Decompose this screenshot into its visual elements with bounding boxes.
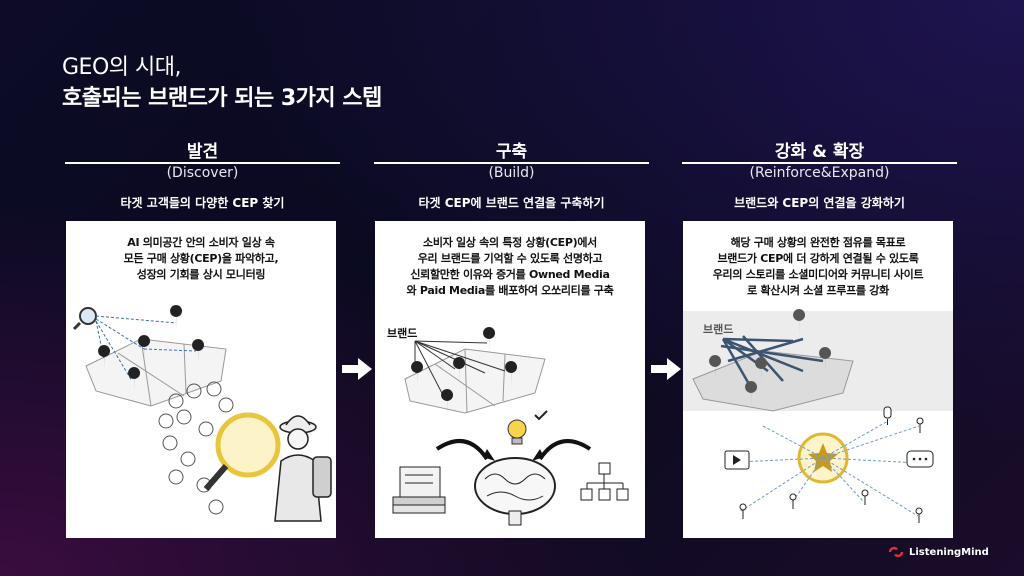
step-header-reinforce: 강화 & 확장 (Reinforce&Expand) 브랜드와 CEP의 연결을…: [682, 142, 957, 211]
description-line: 성장의 기회를 상시 모니터링: [136, 268, 266, 281]
map-pin-icon: [709, 309, 832, 407]
description-line: 와 Paid Media를 배포하여 오쏘리티를 구축: [406, 284, 614, 297]
lightbulb-icon: [507, 410, 548, 445]
chat-icon: [906, 450, 934, 468]
brand-logo: ListeningMind: [888, 546, 989, 558]
build-illustration: [392, 327, 629, 526]
logo-text: ListeningMind: [909, 546, 989, 558]
reinforce-illustration: [683, 309, 953, 523]
description-line: AI 의미공간 안의 소비자 일상 속: [127, 236, 275, 249]
step-description: AI 의미공간 안의 소비자 일상 속 모든 구매 상황(CEP)을 파악하고,…: [66, 235, 336, 283]
arrow-right-icon: [651, 358, 681, 380]
map-pin-icon: [98, 305, 205, 393]
step-subtitle: 타겟 고객들의 다양한 CEP 찾기: [120, 196, 285, 210]
step-name-en: (Reinforce&Expand): [749, 165, 890, 181]
step-card-discover: AI 의미공간 안의 소비자 일상 속 모든 구매 상황(CEP)을 파악하고,…: [66, 221, 336, 538]
description-line: 해당 구매 상황의 완전한 점유를 목표로: [730, 236, 906, 249]
description-line: 우리 브랜드를 기억할 수 있도록 선명하고: [417, 252, 603, 265]
brand-label: 브랜드: [387, 327, 418, 340]
step-header-build: 구축 (Build) 타겟 CEP에 브랜드 연결을 구축하기: [374, 142, 649, 211]
description-line: 브랜드가 CEP에 더 강하게 연결될 수 있도록: [717, 252, 919, 265]
description-line: 신뢰할만한 이유와 증거를 Owned Media: [410, 268, 610, 281]
step-name: 구축: [495, 142, 528, 162]
description-line: 로 확산시켜 소셜 프루프를 강화: [747, 284, 889, 297]
description-line: 우리의 스토리를 소셜미디어와 커뮤니티 사이트: [712, 268, 924, 281]
step-description: 해당 구매 상황의 완전한 점유를 목표로 브랜드가 CEP에 더 강하게 연결…: [683, 235, 953, 299]
description-line: 소비자 일상 속의 특정 상황(CEP)에서: [423, 236, 597, 249]
video-icon: [724, 450, 750, 470]
step-subtitle: 타겟 CEP에 브랜드 연결을 구축하기: [418, 196, 605, 210]
step-subtitle: 브랜드와 CEP의 연결을 강화하기: [734, 196, 905, 210]
step-name: 발견: [186, 142, 219, 162]
document-icon: [392, 466, 446, 514]
discover-illustration: [72, 305, 332, 522]
step-header-discover: 발견 (Discover) 타겟 고객들의 다양한 CEP 찾기: [65, 142, 340, 211]
map-pin-icon: [411, 327, 518, 415]
step-name-en: (Build): [488, 165, 535, 181]
magnifier-icon: [72, 307, 97, 331]
title-line-2: 호출되는 브랜드가 되는 3가지 스텝: [62, 86, 382, 111]
description-line: 모든 구매 상황(CEP)을 파악하고,: [123, 252, 279, 265]
step-name: 강화 & 확장: [774, 142, 865, 162]
step-name-en: (Discover): [166, 165, 239, 181]
brain-icon: [474, 457, 556, 526]
title-line-1: GEO의 시대,: [62, 55, 181, 80]
arrow-right-icon: [342, 358, 372, 380]
column-divider: [374, 162, 649, 164]
hierarchy-icon: [580, 462, 629, 501]
brand-label: 브랜드: [703, 323, 734, 336]
step-card-reinforce: 브랜드 해당 구매 상황의 완전한 점유를 목표로 브랜드가 CEP에 더 강하…: [683, 221, 953, 538]
page-title: GEO의 시대, 호출되는 브랜드가 되는 3가지 스텝: [62, 52, 382, 114]
step-description: 소비자 일상 속의 특정 상황(CEP)에서 우리 브랜드를 기억할 수 있도록…: [375, 235, 645, 299]
listeningmind-logo-icon: [888, 546, 904, 558]
step-card-build: 브랜드 소비자 일상 속의 특정 상황(CEP)에서 우리 브랜드를 기억할 수…: [375, 221, 645, 538]
column-divider: [682, 162, 957, 164]
person-icon: [739, 417, 924, 523]
microphone-icon: [883, 406, 892, 425]
column-divider: [65, 162, 340, 164]
